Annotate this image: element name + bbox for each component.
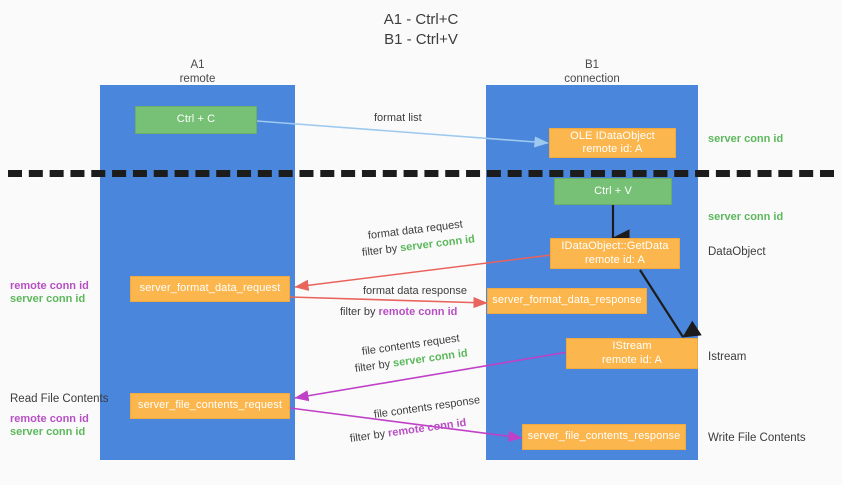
edge-label-format-data-response: format data response xyxy=(363,285,467,297)
filter-value-remote-conn-id-2: remote conn id xyxy=(387,416,468,440)
annotation-remote-conn-id-upper: remote conn id xyxy=(10,280,89,292)
node-server-format-data-request[interactable]: server_format_data_request xyxy=(130,276,290,302)
title-line-2: B1 - Ctrl+V xyxy=(384,31,458,48)
node-server-format-data-response[interactable]: server_format_data_response xyxy=(487,288,647,314)
annotation-server-conn-id-upper: server conn id xyxy=(10,293,86,305)
node-server-format-data-request-label: server_format_data_request xyxy=(139,282,281,295)
node-istream[interactable]: IStream remote id: A xyxy=(566,338,698,369)
node-server-format-data-response-label: server_format_data_response xyxy=(492,294,642,307)
phase-separator xyxy=(8,170,834,177)
lane-b1-subtitle: connection xyxy=(564,73,620,85)
node-ctrl-v-label: Ctrl + V xyxy=(594,184,632,197)
lane-b1-name: B1 xyxy=(584,59,600,71)
lane-a1-subtitle: remote xyxy=(179,73,216,85)
node-server-file-contents-request[interactable]: server_file_contents_request xyxy=(130,393,290,419)
filter-prefix-2: filter by xyxy=(340,306,379,318)
edge-label-file-contents-response-filter: filter by remote conn id xyxy=(349,416,467,446)
node-server-file-contents-response[interactable]: server_file_contents_response xyxy=(522,424,686,450)
annotation-remote-conn-id-lower: remote conn id xyxy=(10,413,89,425)
node-ctrl-c[interactable]: Ctrl + C xyxy=(135,106,257,134)
node-ctrl-c-label: Ctrl + C xyxy=(176,113,216,126)
annotation-write-file-contents: Write File Contents xyxy=(708,432,806,444)
node-ole-dataobject-line1: OLE IDataObject xyxy=(570,129,655,142)
annotation-server-conn-id-mid: server conn id xyxy=(708,211,784,223)
node-server-file-contents-request-label: server_file_contents_request xyxy=(137,399,283,412)
node-server-file-contents-response-label: server_file_contents_response xyxy=(527,430,681,443)
annotation-read-file-contents: Read File Contents xyxy=(10,393,109,405)
filter-prefix-4: filter by xyxy=(349,427,389,445)
filter-value-remote-conn-id-1: remote conn id xyxy=(378,306,458,318)
edge-label-format-data-response-filter: filter by remote conn id xyxy=(340,305,457,319)
lane-b1-header: B1 connection xyxy=(486,58,698,86)
node-ole-dataobject[interactable]: OLE IDataObject remote id: A xyxy=(549,128,676,158)
lane-a1-header: A1 remote xyxy=(100,58,295,86)
annotation-istream: Istream xyxy=(708,351,747,363)
lane-a1-name: A1 xyxy=(190,59,205,71)
node-istream-line2: remote id: A xyxy=(602,353,662,366)
annotation-server-conn-id-lower: server conn id xyxy=(10,426,86,438)
node-getdata-line1: IDataObject::GetData xyxy=(561,240,669,252)
node-ole-dataobject-line2: remote id: A xyxy=(582,143,643,155)
annotation-dataobject: DataObject xyxy=(708,246,766,258)
edge-label-format-list: format list xyxy=(374,112,422,124)
filter-prefix-1: filter by xyxy=(361,242,401,259)
filter-prefix-3: filter by xyxy=(354,357,394,375)
node-ctrl-v[interactable]: Ctrl + V xyxy=(554,178,672,205)
title-line-1: A1 - Ctrl+C xyxy=(383,11,459,28)
node-getdata[interactable]: IDataObject::GetData remote id: A xyxy=(550,238,680,269)
node-getdata-line2: remote id: A xyxy=(585,253,645,266)
node-istream-line1: IStream xyxy=(612,340,652,352)
diagram-title: A1 - Ctrl+C B1 - Ctrl+V xyxy=(0,10,842,50)
annotation-server-conn-id-top: server conn id xyxy=(708,133,784,145)
